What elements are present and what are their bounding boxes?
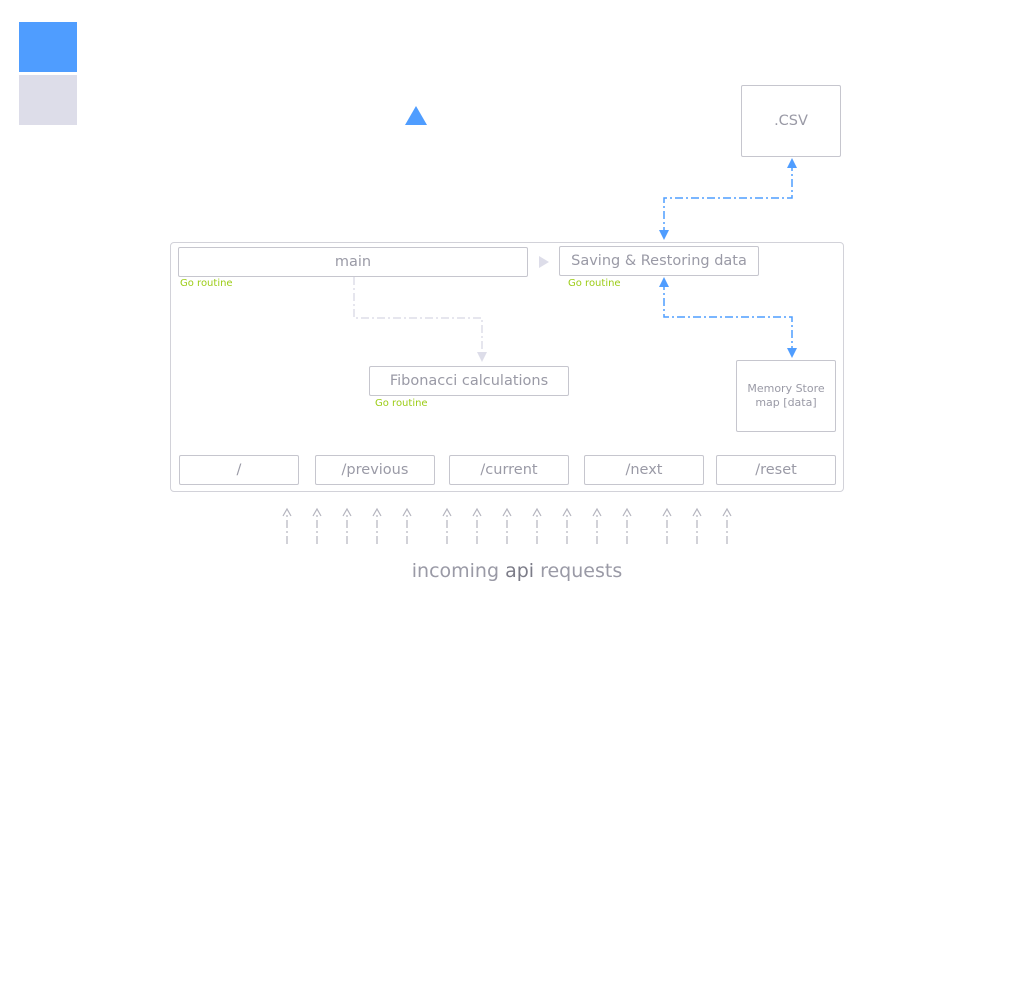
request-arrowhead-icon bbox=[622, 507, 632, 517]
caption-part-1: incoming bbox=[411, 560, 506, 582]
endpoint-next: /next bbox=[584, 455, 704, 485]
main-fibonacci-connector bbox=[353, 277, 487, 362]
main-go-routine-tag: Go routine bbox=[180, 278, 233, 289]
saving-memory-connector bbox=[659, 277, 797, 358]
incoming-request-arrows bbox=[282, 507, 732, 544]
endpoint-reset: /reset bbox=[716, 455, 836, 485]
request-arrowhead-icon bbox=[722, 507, 732, 517]
csv-saving-connector bbox=[659, 158, 797, 240]
memory-store-title: Memory Store bbox=[747, 382, 825, 395]
endpoint-root: / bbox=[179, 455, 299, 485]
csv-file-label: .CSV bbox=[774, 113, 808, 129]
endpoint-current-label: /current bbox=[480, 462, 538, 478]
caption-part-2: api bbox=[505, 560, 535, 582]
endpoint-reset-label: /reset bbox=[755, 462, 797, 478]
saving-restoring-label: Saving & Restoring data bbox=[571, 253, 747, 269]
legend-swatch-blue bbox=[19, 22, 77, 72]
endpoint-current: /current bbox=[449, 455, 569, 485]
fibonacci-node: Fibonacci calculations bbox=[369, 366, 569, 396]
main-node: main bbox=[178, 247, 528, 277]
request-arrowhead-icon bbox=[662, 507, 672, 517]
endpoint-next-label: /next bbox=[625, 462, 663, 478]
legend-swatch-lavender bbox=[19, 75, 77, 125]
request-arrowhead-icon bbox=[442, 507, 452, 517]
saving-go-routine-tag: Go routine bbox=[568, 278, 621, 289]
saving-restoring-node: Saving & Restoring data bbox=[559, 246, 759, 276]
memory-store-subtitle: map [data] bbox=[755, 396, 817, 409]
memory-store-node: Memory Store map [data] bbox=[736, 360, 836, 432]
request-arrowhead-icon bbox=[562, 507, 572, 517]
request-arrowhead-icon bbox=[472, 507, 482, 517]
request-arrowhead-icon bbox=[532, 507, 542, 517]
main-saving-arrow-icon bbox=[539, 256, 549, 268]
endpoint-previous-label: /previous bbox=[341, 462, 409, 478]
caption-part-3: requests bbox=[534, 560, 623, 582]
fibonacci-label: Fibonacci calculations bbox=[389, 373, 549, 389]
request-arrowhead-icon bbox=[312, 507, 322, 517]
request-arrowhead-icon bbox=[692, 507, 702, 517]
request-arrowhead-icon bbox=[402, 507, 412, 517]
csv-file-node: .CSV bbox=[741, 85, 841, 157]
triangle-marker-icon bbox=[405, 106, 427, 125]
request-arrowhead-icon bbox=[342, 507, 352, 517]
request-arrowhead-icon bbox=[502, 507, 512, 517]
request-arrowhead-icon bbox=[592, 507, 602, 517]
main-label: main bbox=[334, 254, 372, 270]
request-arrowhead-icon bbox=[282, 507, 292, 517]
incoming-api-requests-caption: incoming api requests bbox=[360, 560, 674, 582]
endpoint-root-label: / bbox=[236, 462, 242, 478]
server-container bbox=[170, 242, 844, 492]
endpoint-previous: /previous bbox=[315, 455, 435, 485]
fibonacci-go-routine-tag: Go routine bbox=[375, 398, 428, 409]
request-arrowhead-icon bbox=[372, 507, 382, 517]
